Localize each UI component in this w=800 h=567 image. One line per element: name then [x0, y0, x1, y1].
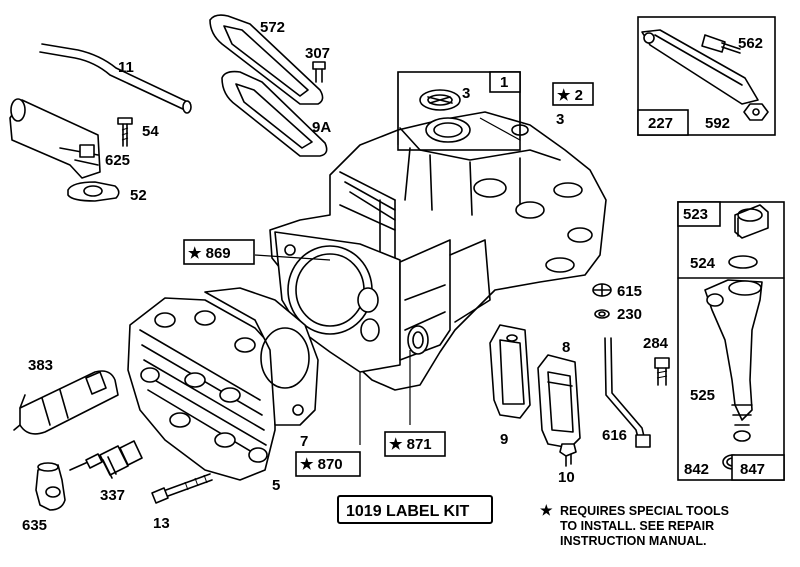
part-524-oring — [728, 255, 758, 269]
part-307-screw — [312, 61, 326, 83]
box-label-kit — [337, 495, 493, 524]
label-kit-text: 1019 LABEL KIT — [346, 503, 470, 520]
label-2: ★ 2 — [557, 87, 583, 104]
label-523: 523 — [683, 206, 708, 223]
label-54: 54 — [142, 123, 159, 140]
label-13: 13 — [153, 515, 170, 532]
label-284: 284 — [643, 335, 669, 352]
part-9-gasket — [489, 324, 531, 419]
label-842: 842 — [684, 461, 709, 478]
box-227-label — [637, 109, 689, 136]
label-869: ★ 869 — [188, 245, 231, 262]
label-615: 615 — [617, 283, 642, 300]
label-525: 525 — [690, 387, 715, 404]
label-7: 7 — [300, 433, 308, 450]
box-1-label — [489, 71, 521, 93]
label-337: 337 — [100, 487, 125, 504]
part-337-spark-plug — [69, 440, 143, 479]
label-10: 10 — [558, 469, 575, 486]
part-525-tube — [704, 279, 763, 442]
label-616: 616 — [602, 427, 627, 444]
part-230-washer — [594, 309, 610, 319]
box-871-label — [384, 431, 446, 457]
special-tools-note: ★ REQUIRES SPECIAL TOOLS TO INSTALL. SEE… — [540, 502, 729, 548]
label-592: 592 — [705, 115, 730, 132]
label-307: 307 — [305, 45, 330, 62]
part-9a-gasket — [221, 70, 328, 157]
label-524: 524 — [690, 255, 716, 272]
box-2-label — [552, 82, 594, 106]
part-625-breather — [9, 98, 101, 179]
note-line-1: REQUIRES SPECIAL TOOLS — [560, 504, 729, 518]
part-572-gasket — [209, 14, 324, 105]
part-8-cover — [537, 354, 581, 449]
part-10-screw — [559, 443, 577, 467]
part-383-tube — [13, 370, 119, 435]
part-52-gasket — [67, 181, 120, 202]
part-11-tube — [39, 43, 192, 114]
box-869-label — [183, 239, 255, 265]
part-7-gasket — [204, 287, 319, 426]
part-616-link — [604, 337, 651, 448]
box-227-frame — [637, 16, 776, 136]
part-523-cap — [734, 204, 769, 239]
label-227: 227 — [648, 115, 673, 132]
box-1-frame — [397, 71, 521, 151]
label-871: ★ 871 — [389, 436, 432, 453]
part-54-screw — [117, 117, 133, 147]
label-635: 635 — [22, 517, 47, 534]
label-52: 52 — [130, 187, 147, 204]
box-870-label — [295, 451, 361, 477]
label-1: 1 — [500, 74, 508, 91]
part-labels: 11 54 625 52 572 307 9A 1 3 ★ 2 3 562 22… — [22, 19, 765, 534]
note-star: ★ — [540, 502, 553, 518]
part-284-screw — [654, 357, 670, 386]
label-383: 383 — [28, 357, 53, 374]
label-3a: 3 — [462, 85, 470, 102]
label-8: 8 — [562, 339, 570, 356]
label-9: 9 — [500, 431, 508, 448]
note-line-2: TO INSTALL. SEE REPAIR — [560, 519, 714, 533]
label-870: ★ 870 — [300, 456, 343, 473]
part-13-screw — [151, 473, 213, 504]
part-3-seal — [419, 89, 461, 111]
label-230: 230 — [617, 306, 642, 323]
label-5: 5 — [272, 477, 280, 494]
part-227-governor — [641, 29, 769, 121]
part-5-head — [127, 297, 276, 481]
note-line-3: INSTRUCTION MANUAL. — [560, 534, 707, 548]
box-523-label — [677, 201, 721, 227]
label-625: 625 — [105, 152, 130, 169]
part-615-gear — [592, 283, 612, 297]
box-523-847-frame — [677, 201, 785, 481]
label-572: 572 — [260, 19, 285, 36]
box-847-label — [731, 454, 785, 481]
part-635-boot — [35, 462, 66, 511]
label-9a: 9A — [312, 119, 331, 136]
label-11: 11 — [118, 59, 134, 76]
label-3b: 3 — [556, 111, 564, 128]
label-562: 562 — [738, 35, 763, 52]
label-847: 847 — [740, 461, 765, 478]
